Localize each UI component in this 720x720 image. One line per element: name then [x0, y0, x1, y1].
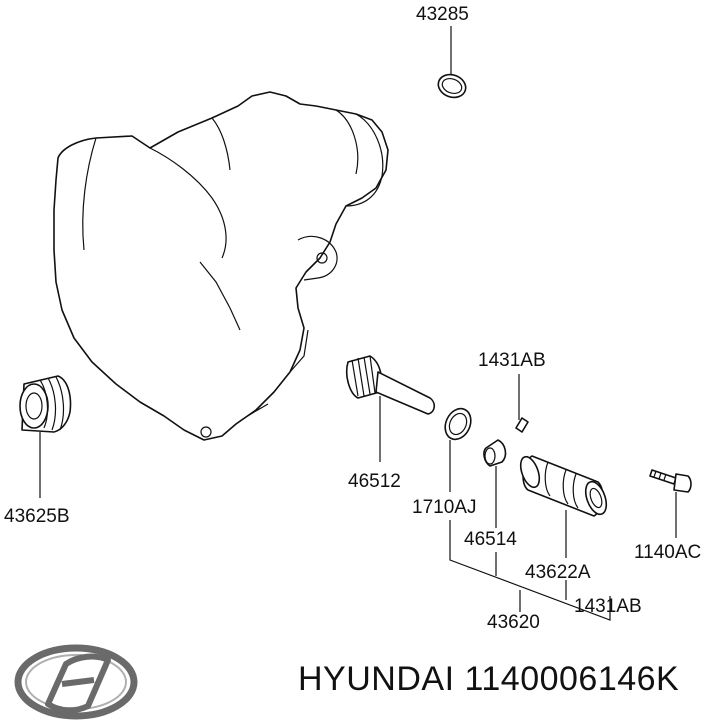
label-1431AB-top: 1431AB — [478, 350, 546, 371]
bushing-46514: 46514 — [464, 439, 517, 550]
label-43620: 43620 — [487, 612, 540, 633]
sleeve-43622A: 43622A — [519, 455, 608, 583]
hyundai-logo — [14, 644, 138, 720]
pin-1431AB-top: 1431AB — [478, 350, 546, 433]
label-46512: 46512 — [348, 471, 401, 492]
assembly-bracket-43620: 1431AB 43620 — [449, 520, 642, 633]
part-number: 1140006146K — [464, 660, 680, 698]
label-43625B: 43625B — [4, 506, 70, 527]
label-1710AJ: 1710AJ — [412, 497, 476, 518]
label-1140AC: 1140AC — [634, 542, 701, 563]
label-43285: 43285 — [416, 4, 469, 25]
label-1431AB-bottom: 1431AB — [574, 596, 642, 617]
plug-43625B: 43625B — [4, 375, 72, 527]
driven-gear-46512: 46512 — [345, 355, 436, 492]
label-46514: 46514 — [464, 529, 517, 550]
label-43622A: 43622A — [525, 562, 591, 583]
transmission-housing — [53, 91, 389, 441]
o-ring-1710AJ: 1710AJ — [412, 407, 476, 518]
bolt-1140AC: 1140AC — [634, 469, 701, 563]
snap-ring-43285: 43285 — [416, 4, 469, 99]
brand-name: HYUNDAI — [298, 660, 455, 698]
product-title: HYUNDAI 1140006146K — [298, 660, 679, 699]
